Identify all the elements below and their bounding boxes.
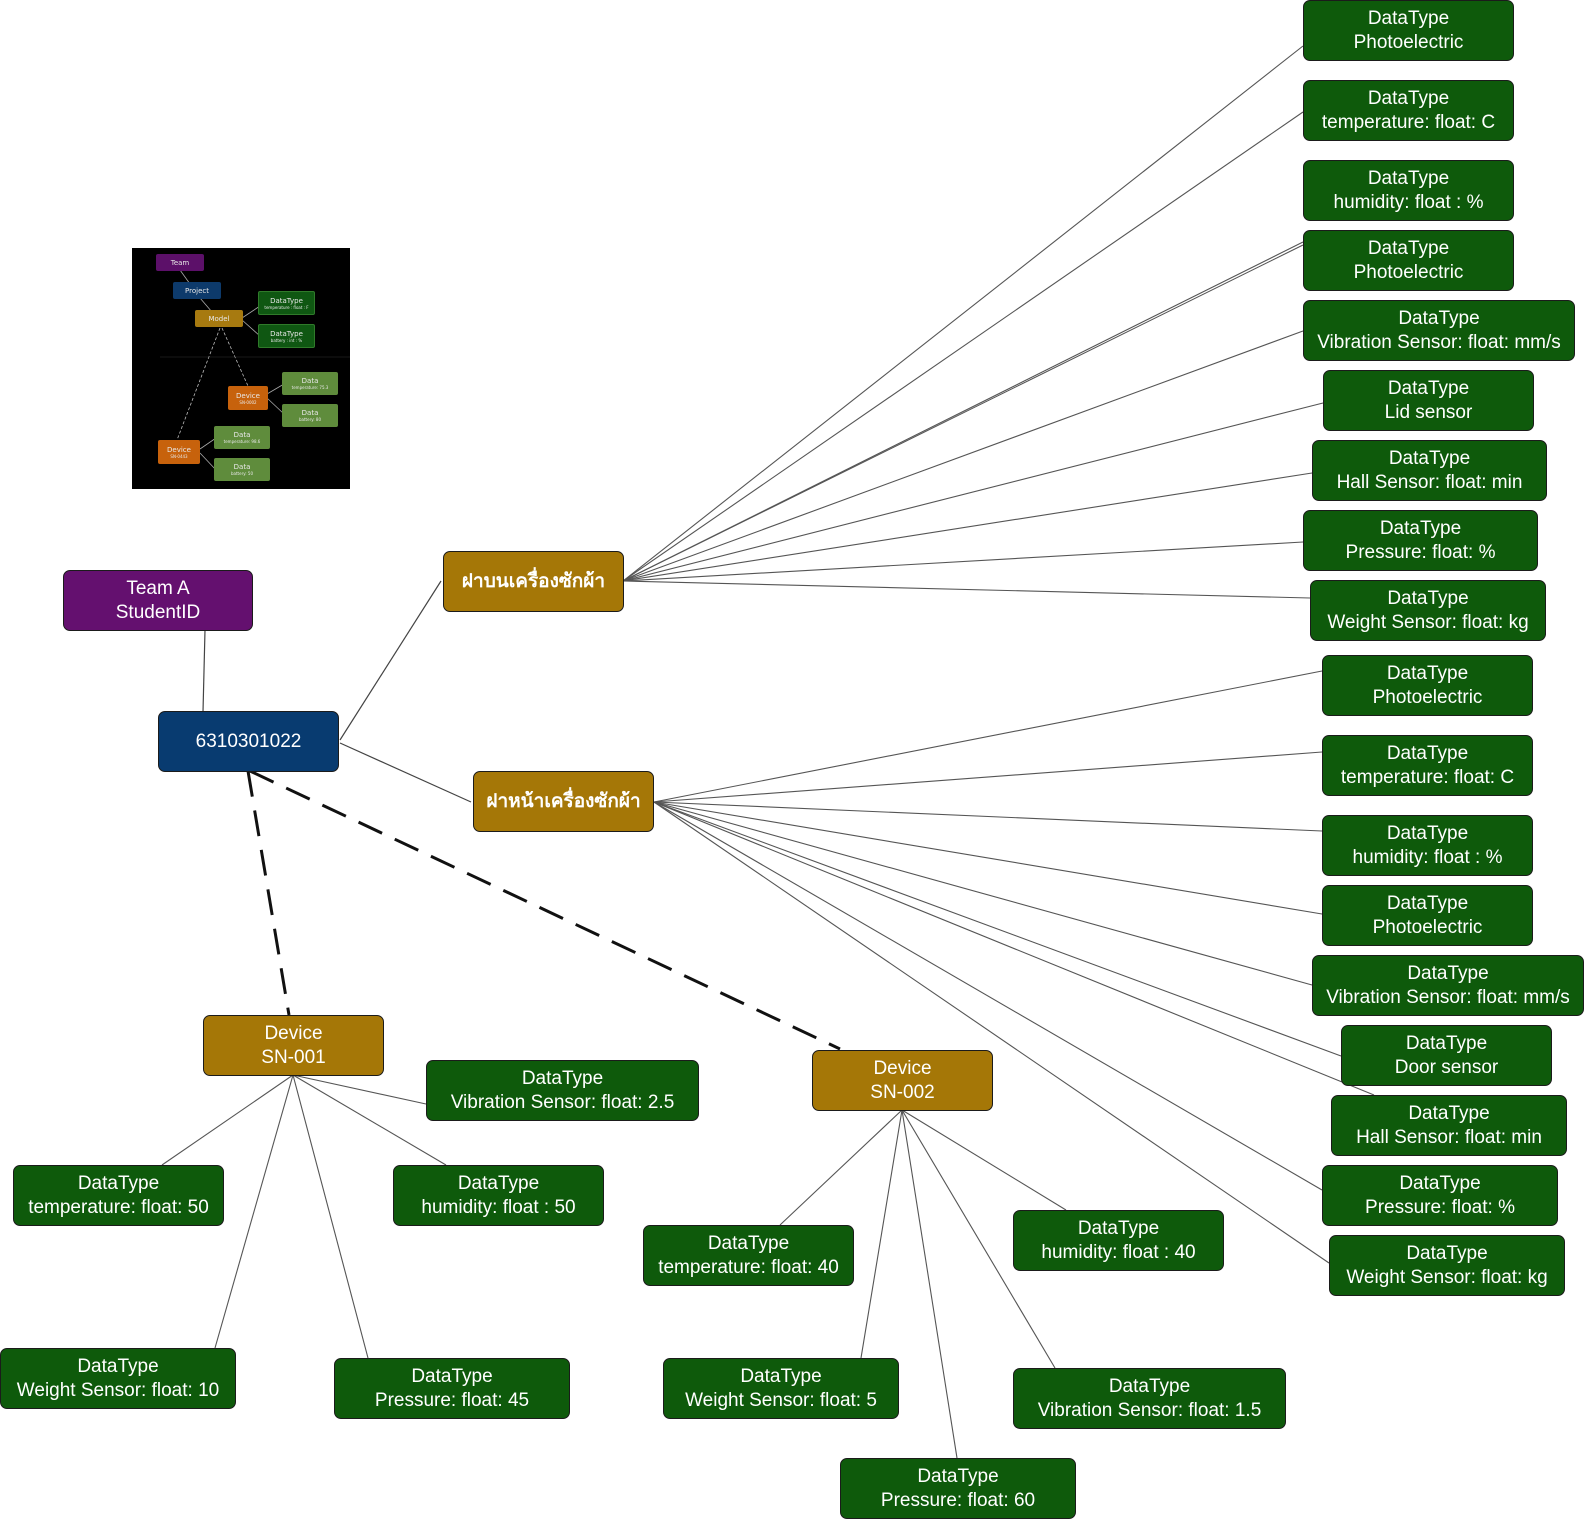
datatype-node[interactable]: DataType temperature: float: C — [1322, 735, 1533, 796]
datatype-node[interactable]: DataType Pressure: float: 45 — [334, 1358, 570, 1419]
datatype-node[interactable]: DataType temperature: float: 40 — [643, 1225, 854, 1286]
datatype-node[interactable]: DataType Hall Sensor: float: min — [1312, 440, 1547, 501]
thumbnail-edges — [160, 269, 350, 471]
datatype-node[interactable]: DataType humidity: float : 50 — [393, 1165, 604, 1226]
datatype-node[interactable]: DataType Pressure: float: % — [1303, 510, 1538, 571]
device-node-sn-002[interactable]: Device SN-002 — [812, 1050, 993, 1111]
datatype-node[interactable]: DataType Door sensor — [1341, 1025, 1552, 1086]
datatype-node[interactable]: DataType Vibration Sensor: float: 1.5 — [1013, 1368, 1286, 1429]
datatype-node[interactable]: DataType Photoelectric — [1322, 885, 1533, 946]
thumbnail-datatype-node: DataType battery : int : % — [258, 324, 315, 348]
model-label: ฝาหน้าเครื่องซักผ้า — [486, 790, 641, 812]
datatype-node[interactable]: DataType humidity: float : 40 — [1013, 1210, 1224, 1271]
datatype-node[interactable]: DataType humidity: float : % — [1303, 160, 1514, 221]
thumbnail-device-node: Device SN-0002 — [228, 386, 268, 410]
datatype-node[interactable]: DataType Vibration Sensor: float: mm/s — [1312, 955, 1584, 1016]
thumbnail-datatype-node: DataType temperature : float : F — [258, 291, 315, 315]
datatype-node[interactable]: DataType humidity: float : % — [1322, 815, 1533, 876]
datatype-node[interactable]: DataType temperature: float: 50 — [13, 1165, 224, 1226]
datatype-node[interactable]: DataType Weight Sensor: float: 10 — [0, 1348, 236, 1409]
thumbnail-project-node: Project — [173, 282, 221, 299]
device-serial: SN-001 — [261, 1046, 326, 1068]
device-node-sn-001[interactable]: Device SN-001 — [203, 1015, 384, 1076]
edge-project-model-front — [339, 742, 472, 803]
legend-thumbnail: Team Project Model DataType temperature … — [132, 248, 350, 489]
datatype-node[interactable]: DataType Weight Sensor: float: 5 — [663, 1358, 899, 1419]
thumbnail-device-node: Device SN-0443 — [158, 440, 200, 464]
team-node[interactable]: Team A StudentID — [63, 570, 253, 631]
edges-model-top — [622, 45, 1324, 599]
thumbnail-team-node: Team — [156, 254, 204, 271]
edge-team-project — [202, 629, 206, 713]
edge-project-model-top — [339, 580, 442, 741]
datatype-node[interactable]: DataType Photoelectric — [1303, 230, 1514, 291]
thumbnail-data-node: Data temperature: 98.6 — [214, 426, 270, 449]
datatype-node[interactable]: DataType Photoelectric — [1303, 0, 1514, 61]
model-label: ฝาบนเครื่องซักผ้า — [461, 570, 606, 592]
datatype-node[interactable]: DataType Hall Sensor: float: min — [1331, 1095, 1567, 1156]
edge-project-device-2 — [249, 769, 841, 1051]
team-student-id-label: StudentID — [115, 601, 201, 623]
datatype-node[interactable]: DataType Lid sensor — [1323, 370, 1534, 431]
team-name: Team A — [126, 577, 190, 599]
edges-device-2 — [779, 1109, 1067, 1459]
datatype-node[interactable]: DataType Photoelectric — [1322, 655, 1533, 716]
model-node-top-lid[interactable]: ฝาบนเครื่องซักผ้า — [443, 551, 624, 612]
thumbnail-data-node: Data battery: 50 — [214, 458, 270, 481]
edges-device-1 — [161, 1074, 447, 1359]
device-serial: SN-002 — [870, 1081, 935, 1103]
datatype-node[interactable]: DataType Weight Sensor: float: kg — [1310, 580, 1546, 641]
thumbnail-data-node: Data battery: 80 — [282, 404, 338, 427]
datatype-node[interactable]: DataType Vibration Sensor: float: mm/s — [1303, 300, 1575, 361]
edges-model-front — [653, 670, 1375, 1264]
edge-project-device-1 — [246, 770, 291, 1016]
datatype-node[interactable]: DataType temperature: float: C — [1303, 80, 1514, 141]
model-node-front-lid[interactable]: ฝาหน้าเครื่องซักผ้า — [473, 771, 654, 832]
datatype-node[interactable]: DataType Pressure: float: 60 — [840, 1458, 1076, 1519]
project-id: 6310301022 — [195, 730, 302, 752]
project-node[interactable]: 6310301022 — [158, 711, 339, 772]
datatype-node[interactable]: DataType Weight Sensor: float: kg — [1329, 1235, 1565, 1296]
datatype-node[interactable]: DataType Pressure: float: % — [1322, 1165, 1558, 1226]
thumbnail-data-node: Data temperature: 75.3 — [282, 372, 338, 395]
datatype-node[interactable]: DataType Vibration Sensor: float: 2.5 — [426, 1060, 699, 1121]
thumbnail-model-node: Model — [195, 310, 243, 327]
